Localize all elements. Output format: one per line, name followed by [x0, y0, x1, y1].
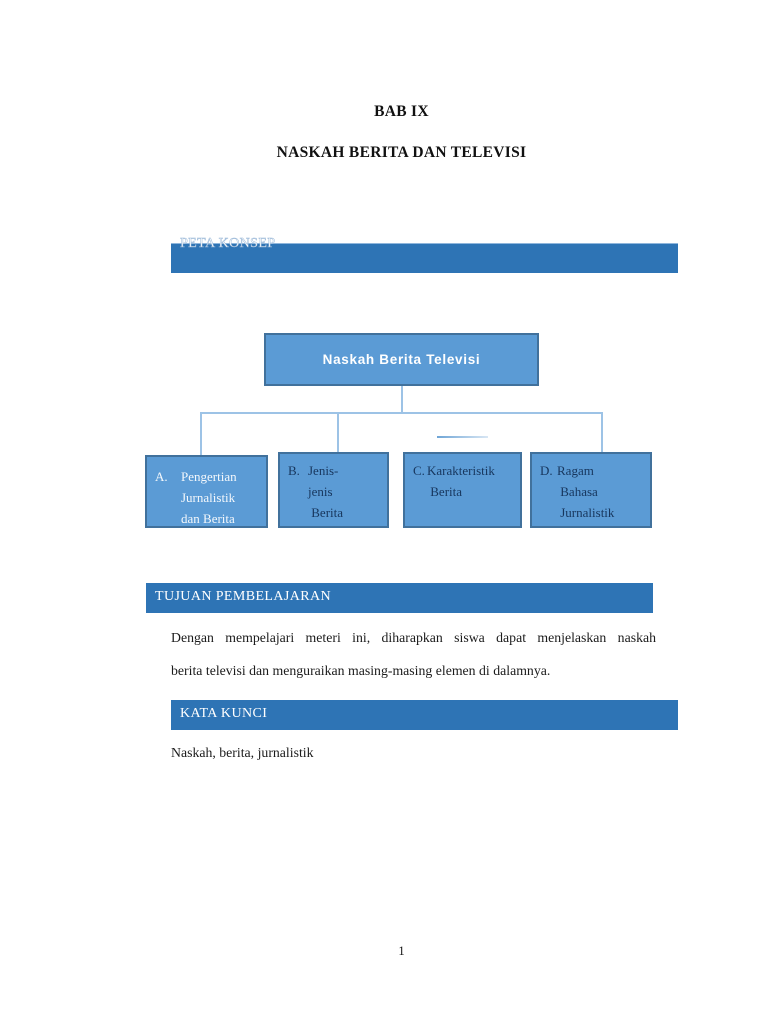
node-d-label: Ragam Bahasa Jurnalistik — [557, 463, 615, 520]
node-b-label: Jenis- jenis Berita — [308, 463, 344, 520]
node-b-marker: B. — [288, 463, 300, 478]
connector-drop-a — [200, 412, 202, 455]
connector-drop-d — [601, 412, 603, 452]
section-banner-kata-kunci: KATA KUNCI — [171, 700, 678, 730]
concept-node-b: B. Jenis- jenis Berita — [278, 452, 389, 528]
section-banner-peta-konsep: PETA KONSEP — [171, 236, 678, 273]
paragraph-line: berita televisi dan menguraikan masing-m… — [171, 663, 551, 678]
learning-objective-paragraph: Dengan mempelajari meteri ini, diharapka… — [171, 621, 656, 687]
keywords-text: Naskah, berita, jurnalistik — [171, 745, 314, 760]
paragraph-line: Dengan mempelajari meteri ini, diharapka… — [171, 630, 656, 645]
concept-map-root-node: Naskah Berita Televisi — [264, 333, 539, 386]
connector-horizontal-bar — [200, 412, 603, 414]
node-a-marker: A. — [155, 469, 168, 484]
root-node-label: Naskah Berita Televisi — [322, 352, 481, 367]
node-c-marker: C. — [413, 463, 425, 478]
chapter-title: BAB IX — [374, 103, 429, 120]
concept-node-c: C. Karakteristik Berita — [403, 452, 522, 528]
node-c-label: Karakteristik Berita — [427, 463, 495, 499]
section-banner-tujuan-pembelajaran: TUJUAN PEMBELAJARAN — [146, 583, 653, 613]
section-heading-kata-kunci: KATA KUNCI — [180, 706, 268, 721]
concept-node-d: D. Ragam Bahasa Jurnalistik — [530, 452, 652, 528]
concept-node-a: A. Pengertian Jurnalistik dan Berita — [145, 455, 268, 528]
chapter-subtitle: NASKAH BERITA DAN TELEVISI — [276, 144, 527, 161]
page-number: 1 — [398, 944, 405, 958]
connector-drop-b — [337, 412, 339, 452]
node-d-marker: D. — [540, 463, 553, 478]
section-heading-tujuan-pembelajaran: TUJUAN PEMBELAJARAN — [155, 589, 331, 604]
connector-root-stub — [401, 386, 403, 413]
section-heading-peta-konsep: PETA KONSEP — [180, 236, 276, 252]
connector-dash-c — [437, 436, 488, 438]
node-a-label: Pengertian Jurnalistik dan Berita — [181, 469, 237, 526]
